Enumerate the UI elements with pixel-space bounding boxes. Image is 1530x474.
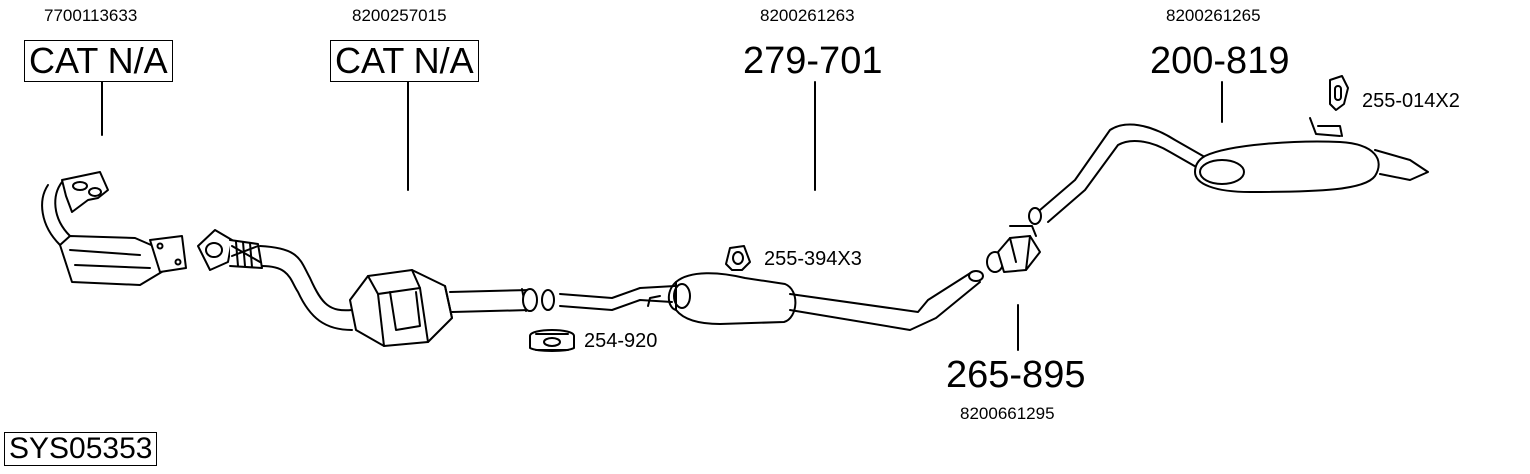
rear-silencer-shape: [1194, 117, 1429, 193]
downpipe-shape: [259, 245, 353, 312]
middle-silencer-part-label: 279-701: [743, 40, 883, 82]
flex-repair-part-label: 265-895: [946, 354, 1086, 396]
front-cat-part-label: CAT N/A: [24, 40, 173, 82]
rear-mount-icon: [1329, 75, 1349, 111]
rear-silencer-part-label: 200-819: [1150, 40, 1290, 82]
intermediate-pipe-shape: [449, 289, 531, 293]
middle-mount-label: 255-394X3: [764, 248, 862, 270]
flex-repair-shape: [986, 225, 1041, 273]
rear-pipe-shape: [1039, 123, 1211, 211]
main-cat-part-label: CAT N/A: [330, 40, 479, 82]
middle-silencer-oe-number: 8200261263: [760, 6, 855, 25]
middle-mount-icon: [725, 245, 751, 271]
flex-repair-oe-number: 8200661295: [960, 404, 1055, 423]
system-code: SYS05353: [4, 432, 158, 466]
flexi-flange-shape: [197, 229, 263, 271]
clamp-label: 254-920: [584, 330, 658, 352]
main-catalyst-shape: [349, 269, 453, 347]
tailpipe-shape: [789, 271, 973, 313]
rear-mount-label: 255-014X2: [1362, 90, 1460, 112]
main-cat-oe-number: 8200257015: [352, 6, 447, 25]
clamp-collar-shape: [541, 289, 555, 311]
front-catalyst-shape: [41, 171, 187, 286]
front-cat-oe-number: 7700113633: [44, 6, 138, 25]
middle-silencer-shape: [647, 272, 797, 325]
clamp-icon: [529, 329, 575, 352]
rear-silencer-oe-number: 8200261265: [1166, 6, 1261, 25]
